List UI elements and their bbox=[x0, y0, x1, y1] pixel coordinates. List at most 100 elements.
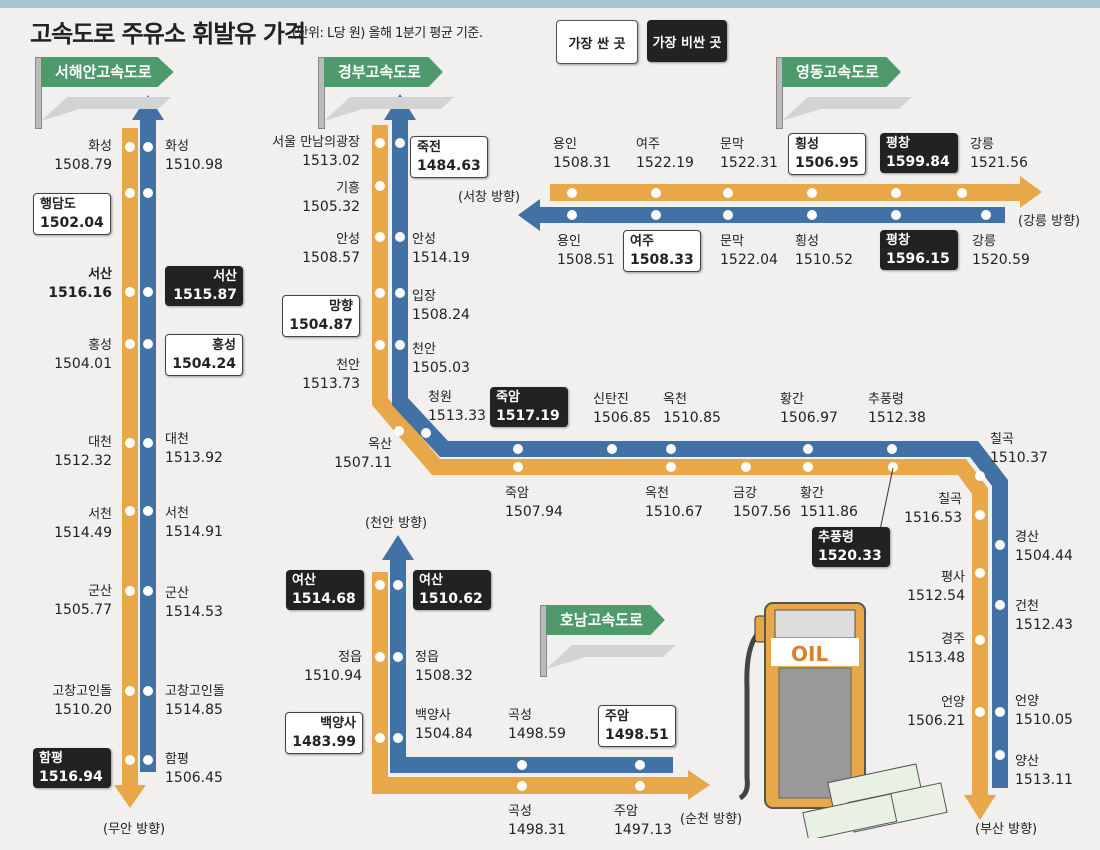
station-dot bbox=[807, 210, 817, 220]
gyeongbu-road bbox=[372, 94, 1008, 820]
station-name: 죽암 bbox=[496, 390, 520, 405]
station-name: 황간 bbox=[780, 392, 804, 407]
station-dot bbox=[143, 188, 153, 198]
station-price: 1516.94 bbox=[39, 769, 103, 785]
station-name: 횡성 bbox=[795, 137, 819, 152]
station-price: 1506.95 bbox=[795, 155, 859, 171]
station-dot bbox=[143, 686, 153, 696]
station-dot bbox=[143, 438, 153, 448]
station-price: 1484.63 bbox=[417, 158, 481, 174]
station-name: 입장 bbox=[412, 289, 436, 304]
station-price: 1512.32 bbox=[54, 453, 112, 469]
station-dot bbox=[995, 707, 1005, 717]
station-dot bbox=[143, 142, 153, 152]
station-dot bbox=[513, 462, 523, 472]
station-dot bbox=[125, 506, 135, 516]
station-price: 1521.56 bbox=[970, 155, 1028, 171]
station-price: 1507.56 bbox=[733, 504, 791, 520]
station-dot bbox=[125, 142, 135, 152]
seohaean-northbound-road bbox=[132, 95, 164, 772]
sign-label: 호남고속도로 bbox=[546, 605, 665, 635]
sign-pole bbox=[540, 605, 547, 677]
station-price: 1513.11 bbox=[1015, 772, 1073, 788]
station-price: 1498.51 bbox=[605, 727, 669, 743]
station-dot bbox=[125, 339, 135, 349]
station-dot bbox=[723, 188, 733, 198]
station-name: 주암 bbox=[605, 709, 629, 724]
station-name: 곡성 bbox=[508, 804, 532, 819]
station-name: 추풍령 bbox=[868, 392, 904, 407]
sign-label: 영동고속도로 bbox=[782, 57, 901, 87]
legend-most-expensive: 가장 비싼 곳 bbox=[647, 20, 727, 62]
station-label: 기흥 1505.32 bbox=[302, 179, 360, 217]
sign-pole bbox=[35, 57, 42, 129]
station-name: 홍성 bbox=[212, 338, 236, 353]
station-name: 용인 bbox=[553, 137, 577, 152]
station-dot bbox=[393, 580, 403, 590]
station-dot bbox=[567, 210, 577, 220]
station-name: 칠곡 bbox=[990, 432, 1014, 447]
station-name: 천안 bbox=[412, 342, 436, 357]
gyeongbu-northbound-road bbox=[384, 94, 1008, 788]
top-bar bbox=[0, 0, 1100, 8]
honam-northbound-road bbox=[382, 535, 673, 773]
station-dot bbox=[375, 181, 385, 191]
station-dot bbox=[666, 462, 676, 472]
station-name: 문막 bbox=[720, 137, 744, 152]
station-dot bbox=[975, 707, 985, 717]
station-dot bbox=[891, 188, 901, 198]
station-dot bbox=[375, 138, 385, 148]
station-price: 1513.33 bbox=[428, 408, 486, 424]
station-name: 평창 bbox=[886, 136, 910, 151]
pump-oil-label: OIL bbox=[791, 642, 829, 666]
station-dot bbox=[635, 781, 645, 791]
station-price: 1506.97 bbox=[780, 410, 838, 426]
station-price: 1505.32 bbox=[302, 199, 360, 215]
station-name: 황간 bbox=[800, 486, 824, 501]
station-price: 1522.19 bbox=[636, 155, 694, 171]
station-name: 기흥 bbox=[336, 181, 360, 196]
station-price: 1512.38 bbox=[868, 410, 926, 426]
honam-road bbox=[372, 535, 710, 800]
station-price: 1504.87 bbox=[289, 317, 353, 333]
station-dot bbox=[125, 188, 135, 198]
station-price: 1508.32 bbox=[415, 668, 473, 684]
station-price: 1510.85 bbox=[663, 410, 721, 426]
gyeongbu-southbound-road bbox=[372, 125, 996, 820]
station-price: 1510.05 bbox=[1015, 712, 1073, 728]
station-price: 1517.19 bbox=[496, 408, 560, 424]
station-price: 1514.91 bbox=[165, 524, 223, 540]
station-price: 1513.92 bbox=[165, 450, 223, 466]
station-name: 죽암 bbox=[505, 486, 529, 501]
station-price: 1514.49 bbox=[54, 525, 112, 541]
station-dot bbox=[375, 340, 385, 350]
station-dot bbox=[741, 462, 751, 472]
station-price: 1514.85 bbox=[165, 702, 223, 718]
